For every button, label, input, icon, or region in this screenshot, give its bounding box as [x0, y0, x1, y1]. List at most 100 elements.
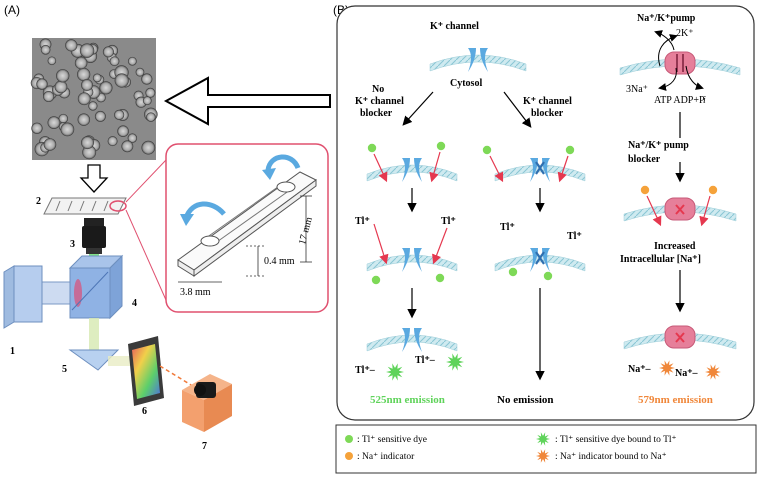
cell: [65, 39, 78, 52]
cell: [47, 56, 57, 66]
no-emission-label: No emission: [497, 394, 554, 406]
membrane-band: [623, 332, 737, 350]
legend-green-dot-icon: [345, 435, 353, 443]
na-bound-indicator-burst: [659, 360, 675, 376]
arrow-to-blocker: [503, 91, 532, 128]
membrane-band: [623, 204, 737, 222]
cell: [81, 79, 93, 91]
legend-na-ind: : Na⁺ indicator: [357, 452, 415, 462]
blocked-pump: [664, 325, 696, 349]
tl-dye-dot: [565, 145, 575, 155]
pump-label: Na⁺/K⁺pump: [637, 13, 696, 24]
k-channel: [468, 48, 488, 72]
increased-line-2: Intracellular [Na⁺]: [620, 254, 701, 265]
influx-arrow: [557, 155, 569, 183]
cell: [114, 109, 125, 120]
membrane-left-3: [366, 328, 458, 352]
cell: [99, 81, 113, 95]
legend-tl-bound-dye: : Tl⁺ sensitive dye bound to Tl⁺: [555, 435, 677, 445]
diffraction-grating: [128, 336, 164, 406]
zoom-line-top: [125, 159, 167, 203]
influx-arrow: [646, 195, 662, 227]
membrane-pump-top: [619, 51, 741, 76]
cell: [94, 110, 106, 122]
pump-blocker-line-1: Na⁺/K⁺ pump: [628, 140, 689, 151]
panel-a-label: (A): [4, 3, 20, 17]
blocked-k-channel: [530, 158, 550, 182]
tl-bound-right: Tl⁺–: [415, 355, 436, 366]
cell: [141, 73, 153, 85]
pump-atp-label: ATP ADP+P: [654, 95, 705, 106]
cell: [43, 138, 57, 151]
membrane-band: [366, 334, 458, 352]
light-source: [3, 265, 73, 329]
membrane-mid-2: [494, 248, 586, 272]
pump-arrow-na: [658, 67, 677, 91]
arrow-to-no-blocker: [402, 91, 434, 126]
membrane-band: [366, 164, 458, 182]
cell: [77, 113, 91, 126]
pump-blocker-line-2: blocker: [628, 154, 661, 165]
hollow-arrow-down: [79, 164, 109, 193]
increased-line-1: Increased: [654, 241, 696, 252]
pump-arrow-k2: [654, 30, 675, 51]
tl-dye-dot: [435, 273, 445, 283]
cell: [43, 90, 55, 103]
tl-label-blocked-left: Tl⁺: [500, 222, 515, 233]
channel-subunit: [542, 248, 550, 272]
tl-bound-dye-burst: [446, 353, 464, 371]
microfluidic-chip: [43, 197, 127, 215]
cell: [74, 56, 88, 70]
k-channel: [402, 158, 422, 182]
tl-bound-dye-burst: [386, 363, 404, 381]
influx-arrow: [373, 223, 389, 265]
emission-525-label: 525nm emission: [370, 394, 445, 406]
cell: [60, 122, 75, 137]
part-number-4: 4: [132, 298, 137, 309]
cell: [54, 80, 68, 94]
legend-tl-dye: : Tl⁺ sensitive dye: [357, 435, 427, 445]
tl-dye-dot: [367, 143, 377, 153]
cell: [40, 44, 51, 55]
cell: [77, 67, 91, 82]
pump-3na-label: 3Na⁺: [626, 84, 648, 95]
na-indicator-dot: [640, 185, 650, 195]
influx-arrow: [699, 195, 711, 227]
channel-subunit: [542, 158, 550, 182]
tl-label-blocked-right: Tl⁺: [567, 231, 582, 242]
tl-dye-dot: [543, 271, 553, 281]
part-number-1: 1: [10, 346, 15, 357]
blocker-line-2: blocker: [531, 108, 564, 119]
blocked-pump: [664, 197, 696, 221]
cell: [142, 96, 152, 106]
pump-arrow-atp: [685, 65, 704, 90]
emission-579-label: 579nm emission: [638, 394, 713, 406]
part-number-7: 7: [202, 441, 207, 452]
channel-subunit: [480, 48, 488, 72]
emission-beam: [89, 318, 99, 350]
legend: [335, 424, 757, 474]
legend-orange-burst-icon: [536, 449, 550, 463]
cell: [79, 43, 95, 58]
cell: [77, 92, 91, 106]
membrane-band: [494, 254, 586, 272]
cytosol-label: Cytosol: [450, 78, 482, 89]
cell: [107, 136, 118, 147]
cell: [31, 122, 43, 134]
membrane-mid-1: [494, 158, 586, 182]
channel-subunit: [530, 158, 538, 182]
k-channel: [402, 248, 422, 272]
legend-green-burst-icon: [536, 432, 550, 446]
cell: [109, 56, 120, 67]
channel-subunit: [530, 248, 538, 272]
channel-subunit: [402, 248, 410, 272]
panel-b-frame: [336, 5, 755, 421]
na-bound-indicator-burst: [705, 364, 721, 380]
tl-dye-dot: [436, 141, 446, 151]
na-bound-left: Na⁺–: [628, 364, 652, 375]
cell: [127, 133, 138, 143]
influx-arrow: [429, 151, 441, 183]
cell: [145, 87, 156, 98]
na-bound-right: Na⁺–: [675, 368, 699, 379]
legend-orange-dot-icon: [345, 452, 353, 460]
